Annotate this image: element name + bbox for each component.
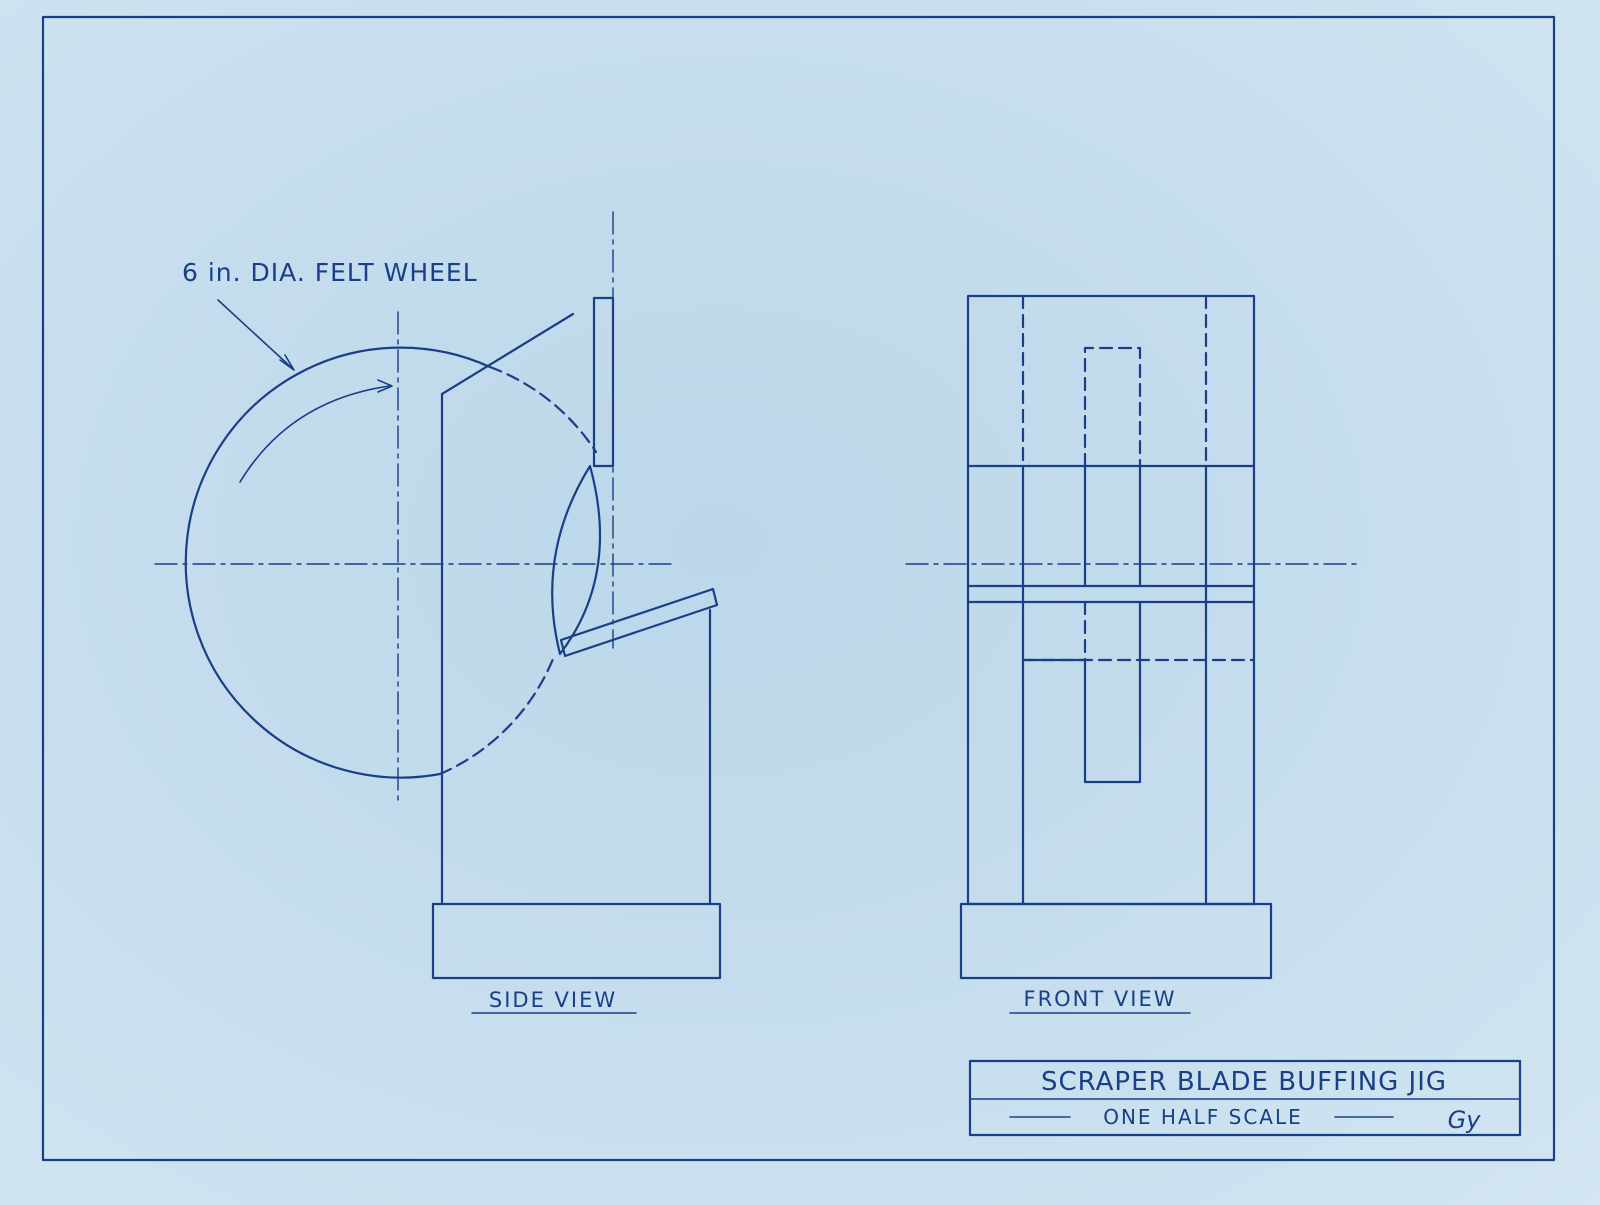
front-view-lower-slot [1083,600,1142,784]
front-view-label: FRONT VIEW [1023,987,1176,1011]
rotation-arrow-arc [239,385,391,483]
rotation-arrowhead [377,379,393,393]
drawing-border [41,15,1556,1162]
side-view-base [431,902,722,980]
callout-leader-line [217,299,294,370]
felt-wheel-solid-arc [184,346,492,779]
title-block-title: SCRAPER BLADE BUFFING JIG [1041,1067,1447,1097]
wheel-callout-label: 6 in. DIA. FELT WHEEL [182,258,478,287]
front-view-base [959,902,1273,980]
side-view-label: SIDE VIEW [489,988,617,1012]
callout-arrowhead [279,354,295,371]
wheel-contact-lens [551,464,602,656]
front-view-hidden-blade-top [1083,346,1142,468]
front-view [905,294,1363,980]
felt-wheel-hidden-arc [488,365,598,454]
title-block [968,1059,1522,1137]
title-block-initials: Gy [1448,1106,1482,1134]
title-block-frame [968,1059,1522,1137]
felt-wheel-hidden-arc-lower [438,652,557,776]
lower-scraper-blade [559,587,719,658]
jig-body-outline [440,312,575,906]
front-view-body [966,294,1256,906]
title-block-scale: ONE HALF SCALE [1103,1105,1303,1129]
upper-scraper-blade [592,296,615,468]
side-view [154,211,722,980]
